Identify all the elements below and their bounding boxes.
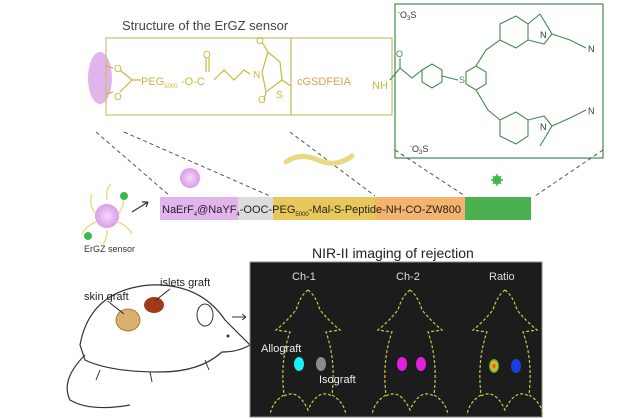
strip-zw800 [465, 197, 531, 220]
connector-lines [95, 131, 604, 197]
ergz-sensor-icon [81, 183, 133, 245]
zw800-box [394, 3, 604, 159]
channel-label: Ratio [489, 271, 515, 283]
imaging-panel [249, 261, 543, 418]
atom-n-quaternary: N [588, 44, 595, 54]
allograft-spot-ch1 [294, 357, 304, 371]
allograft-spot-ratio [489, 359, 499, 373]
zw800-structure [389, 13, 587, 147]
atom-n-quaternary: N [588, 106, 595, 116]
strip-o [238, 197, 273, 220]
atom-o: O [256, 36, 264, 47]
nanoparticle-surface [88, 52, 112, 104]
sulfonate-top: -O3S [398, 10, 416, 22]
atom-o: O [258, 95, 266, 106]
strip-core-shell [160, 197, 238, 220]
arrow-icon [232, 313, 247, 321]
isograft-spot-ch2 [416, 357, 426, 371]
carboxyl-bonds [105, 41, 292, 101]
atom-o: O [114, 92, 122, 103]
channel-label: Ch-2 [396, 271, 420, 283]
mouse-illustration [66, 284, 251, 409]
nanoparticle-icon [180, 168, 200, 188]
peptide-sequence: cGSDFEIA [297, 76, 351, 88]
peg-chain-icon [283, 153, 355, 166]
structure-title: Structure of the ErGZ sensor [122, 18, 289, 33]
peptide-box [290, 37, 393, 116]
atom-s: S [276, 90, 283, 101]
sulfonate-bottom: -O3S [410, 144, 428, 156]
skin-pointer [109, 302, 125, 315]
peg-label: PEG5000 [141, 76, 178, 90]
arrow-icon [131, 201, 149, 213]
mouse-outline [466, 289, 544, 416]
atom-n-plus: N [540, 122, 547, 132]
nh-label: NH [372, 80, 388, 92]
atom-o: O [203, 50, 211, 61]
strip-text: NaErF4@NaYF4-OOC-PEG5000-Mal-S-Peptide-N… [162, 204, 461, 218]
dye-icon [491, 174, 503, 186]
isograft-spot-ch1 [316, 357, 326, 371]
allograft-spot-ch2 [397, 357, 407, 371]
skin-graft-label: skin graft [84, 291, 129, 303]
allograft-label: Allograft [261, 343, 301, 355]
islets-pointer [155, 288, 171, 301]
islets-graft-label: islets graft [160, 277, 210, 289]
atom-o: O [114, 64, 122, 75]
atom-n: N [253, 70, 260, 81]
atom-n-plus: N [540, 30, 547, 40]
mouse-outline [371, 289, 449, 416]
mouse-outline [269, 289, 347, 416]
strip-peg [273, 197, 375, 220]
isograft-spot-ratio [511, 359, 521, 373]
ester-label: -O-C [181, 76, 205, 88]
imaging-title: NIR-II imaging of rejection [312, 245, 474, 261]
strip-peptide [375, 197, 465, 220]
sensor-label: ErGZ sensor [84, 244, 135, 254]
imaging-mice [269, 289, 544, 416]
isograft-label: Isograft [319, 374, 356, 386]
channel-label: Ch-1 [292, 271, 316, 283]
atom-s: S [459, 75, 465, 85]
atom-o: O [396, 49, 403, 59]
